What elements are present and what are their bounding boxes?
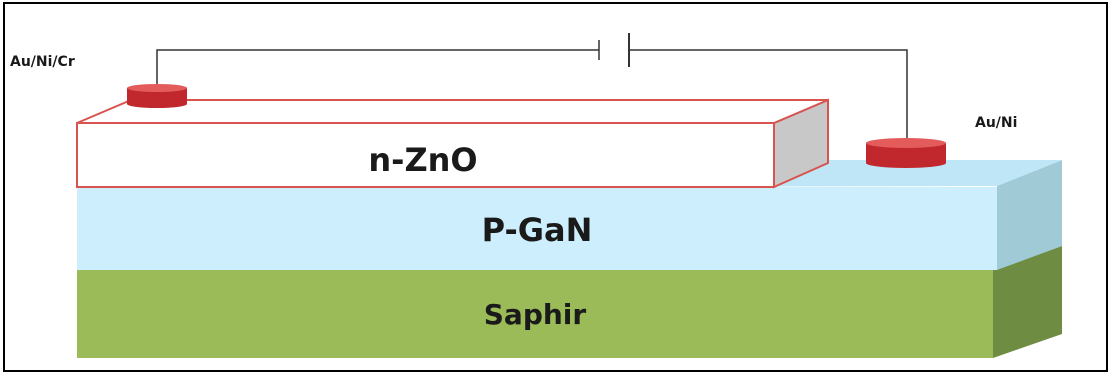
zno-front <box>76 122 775 188</box>
zno-layer: n-ZnO <box>76 98 829 189</box>
electrode-left-top <box>127 84 187 92</box>
gan-side <box>997 160 1062 270</box>
electrode-right-body <box>866 143 946 163</box>
circuit-wire <box>156 49 908 143</box>
electrode-left-body <box>127 88 187 104</box>
gan-label: P-GaN <box>482 211 593 249</box>
substrate-front <box>77 270 993 358</box>
contact-right-label: Au/Ni <box>975 115 1017 131</box>
substrate-label: Saphir <box>484 298 587 331</box>
contact-left-label: Au/Ni/Cr <box>10 54 75 70</box>
electrode-left <box>127 84 187 108</box>
zno-top <box>76 99 829 124</box>
battery-icon <box>598 33 630 67</box>
electrode-right <box>866 138 946 168</box>
wire-right <box>629 49 908 143</box>
electrode-right-bottom <box>866 158 946 168</box>
wire-left <box>156 49 599 88</box>
gan-front <box>77 187 997 270</box>
electrode-right-top <box>866 138 946 148</box>
zno-label: n-ZnO <box>368 141 477 179</box>
electrode-left-bottom <box>127 100 187 108</box>
substrate-side <box>993 246 1062 358</box>
